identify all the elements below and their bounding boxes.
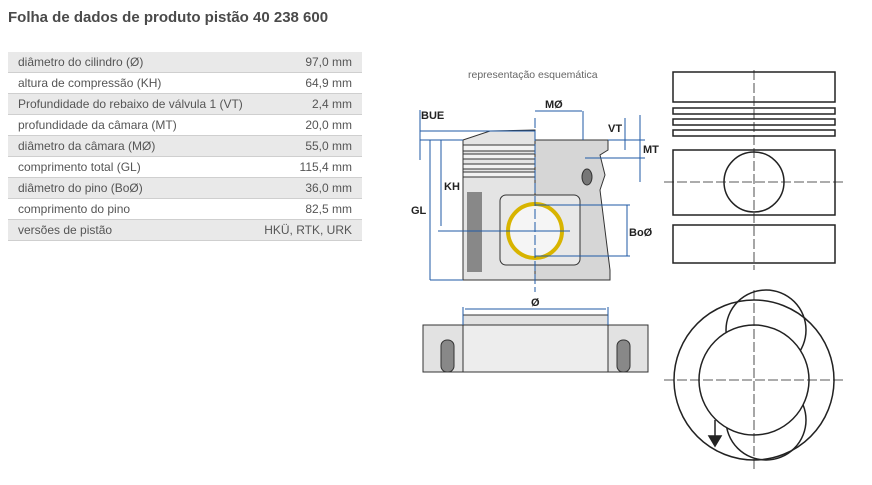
spec-row: diâmetro da câmara (MØ)55,0 mm (8, 135, 362, 157)
piston-top-view (664, 289, 845, 470)
spec-value: 2,4 mm (253, 93, 362, 115)
spec-row: comprimento total (GL)115,4 mm (8, 156, 362, 178)
spec-label: altura de compressão (KH) (8, 72, 254, 94)
spec-label: comprimento total (GL) (8, 156, 254, 178)
label-mo: MØ (545, 99, 563, 111)
label-gl: GL (411, 205, 427, 217)
spec-row: diâmetro do pino (BoØ)36,0 mm (8, 177, 362, 199)
spec-label: comprimento do pino (8, 198, 254, 220)
spec-value: 36,0 mm (253, 177, 362, 199)
spec-value: 82,5 mm (253, 198, 362, 220)
label-bue: BUE (421, 110, 444, 122)
spec-label: diâmetro da câmara (MØ) (8, 135, 254, 157)
spec-row: profundidade da câmara (MT)20,0 mm (8, 114, 362, 136)
spec-label: diâmetro do pino (BoØ) (8, 177, 254, 199)
piston-front-view (664, 70, 845, 270)
spec-value: 55,0 mm (253, 135, 362, 157)
spec-row: diâmetro do cilindro (Ø)97,0 mm (8, 52, 362, 73)
label-boo: BoØ (629, 227, 653, 239)
piston-bottom-view (422, 314, 649, 373)
label-o: Ø (531, 297, 540, 309)
spec-label: Profundidade do rebaixo de válvula 1 (VT… (8, 93, 254, 115)
label-kh: KH (444, 181, 460, 193)
label-mt: MT (643, 144, 659, 156)
spec-row: Profundidade do rebaixo de válvula 1 (VT… (8, 93, 362, 115)
spec-label: versões de pistão (8, 219, 254, 241)
spec-value: HKÜ, RTK, URK (253, 219, 362, 241)
spec-value: 20,0 mm (253, 114, 362, 136)
dimension-lines (419, 110, 645, 325)
diagram-caption: representação esquemática (468, 69, 598, 81)
page-title: Folha de dados de produto pistão 40 238 … (8, 9, 329, 26)
spec-value: 64,9 mm (253, 72, 362, 94)
spec-value: 115,4 mm (253, 156, 362, 178)
label-vt: VT (608, 123, 622, 135)
spec-row: altura de compressão (KH)64,9 mm (8, 72, 362, 94)
spec-label: profundidade da câmara (MT) (8, 114, 254, 136)
spec-label: diâmetro do cilindro (Ø) (8, 52, 254, 73)
piston-side-view (462, 129, 611, 281)
spec-value: 97,0 mm (253, 52, 362, 73)
